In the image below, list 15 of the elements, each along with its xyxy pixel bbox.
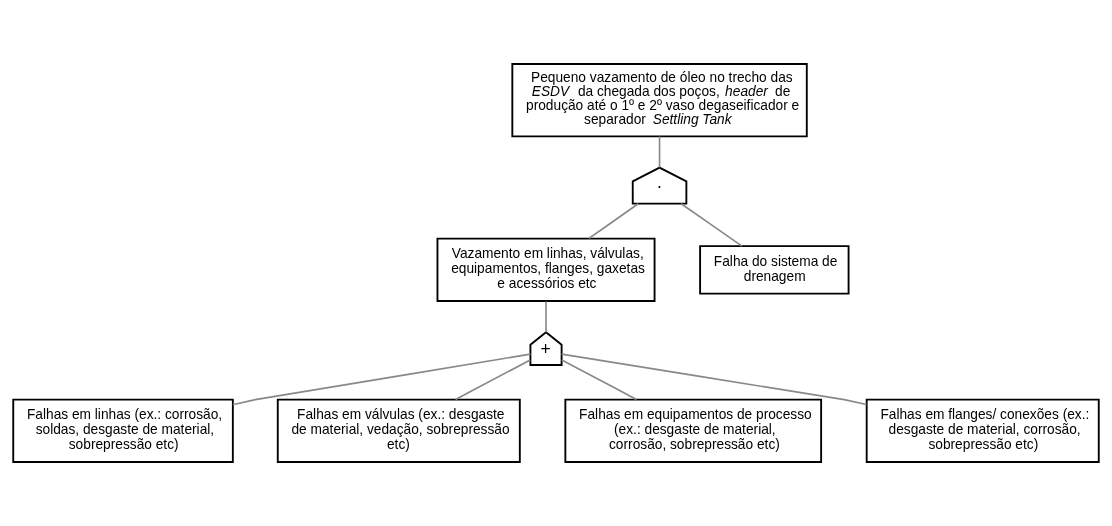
connector <box>658 135 661 169</box>
node-box: Falhas em flanges/ conexões (ex.: desgaste de material, corrosão, sobrepressão etc) <box>865 398 1100 463</box>
connector <box>680 202 743 247</box>
node-box: Vazamento em linhas, válvulas, equipamentos, flanges, gaxetas e acessórios etc <box>436 237 656 302</box>
node-box: Falhas em equipamentos de processo (ex.: desgaste de material, corrosão, sobrepressão etc) <box>564 398 823 463</box>
connector <box>232 353 532 406</box>
connector <box>560 359 638 401</box>
node-box: Falha do sistema de drenagem <box>699 245 850 295</box>
connector <box>454 359 532 401</box>
node-box: Pequeno vazamento de óleo no trecho das ESDV da chegada dos poços, header de produção até o 1º e 2º vaso degaseificador e separador Settling Tank <box>511 63 808 138</box>
connector <box>560 353 868 406</box>
node-box: Falhas em válvulas (ex.: desgaste de material, vedação, sobrepressão etc) <box>276 398 521 463</box>
connector <box>588 202 639 240</box>
node-box: Falhas em linhas (ex.: corrosão, soldas, desgaste de material, sobrepressão etc) <box>12 398 234 463</box>
connector <box>545 300 547 333</box>
